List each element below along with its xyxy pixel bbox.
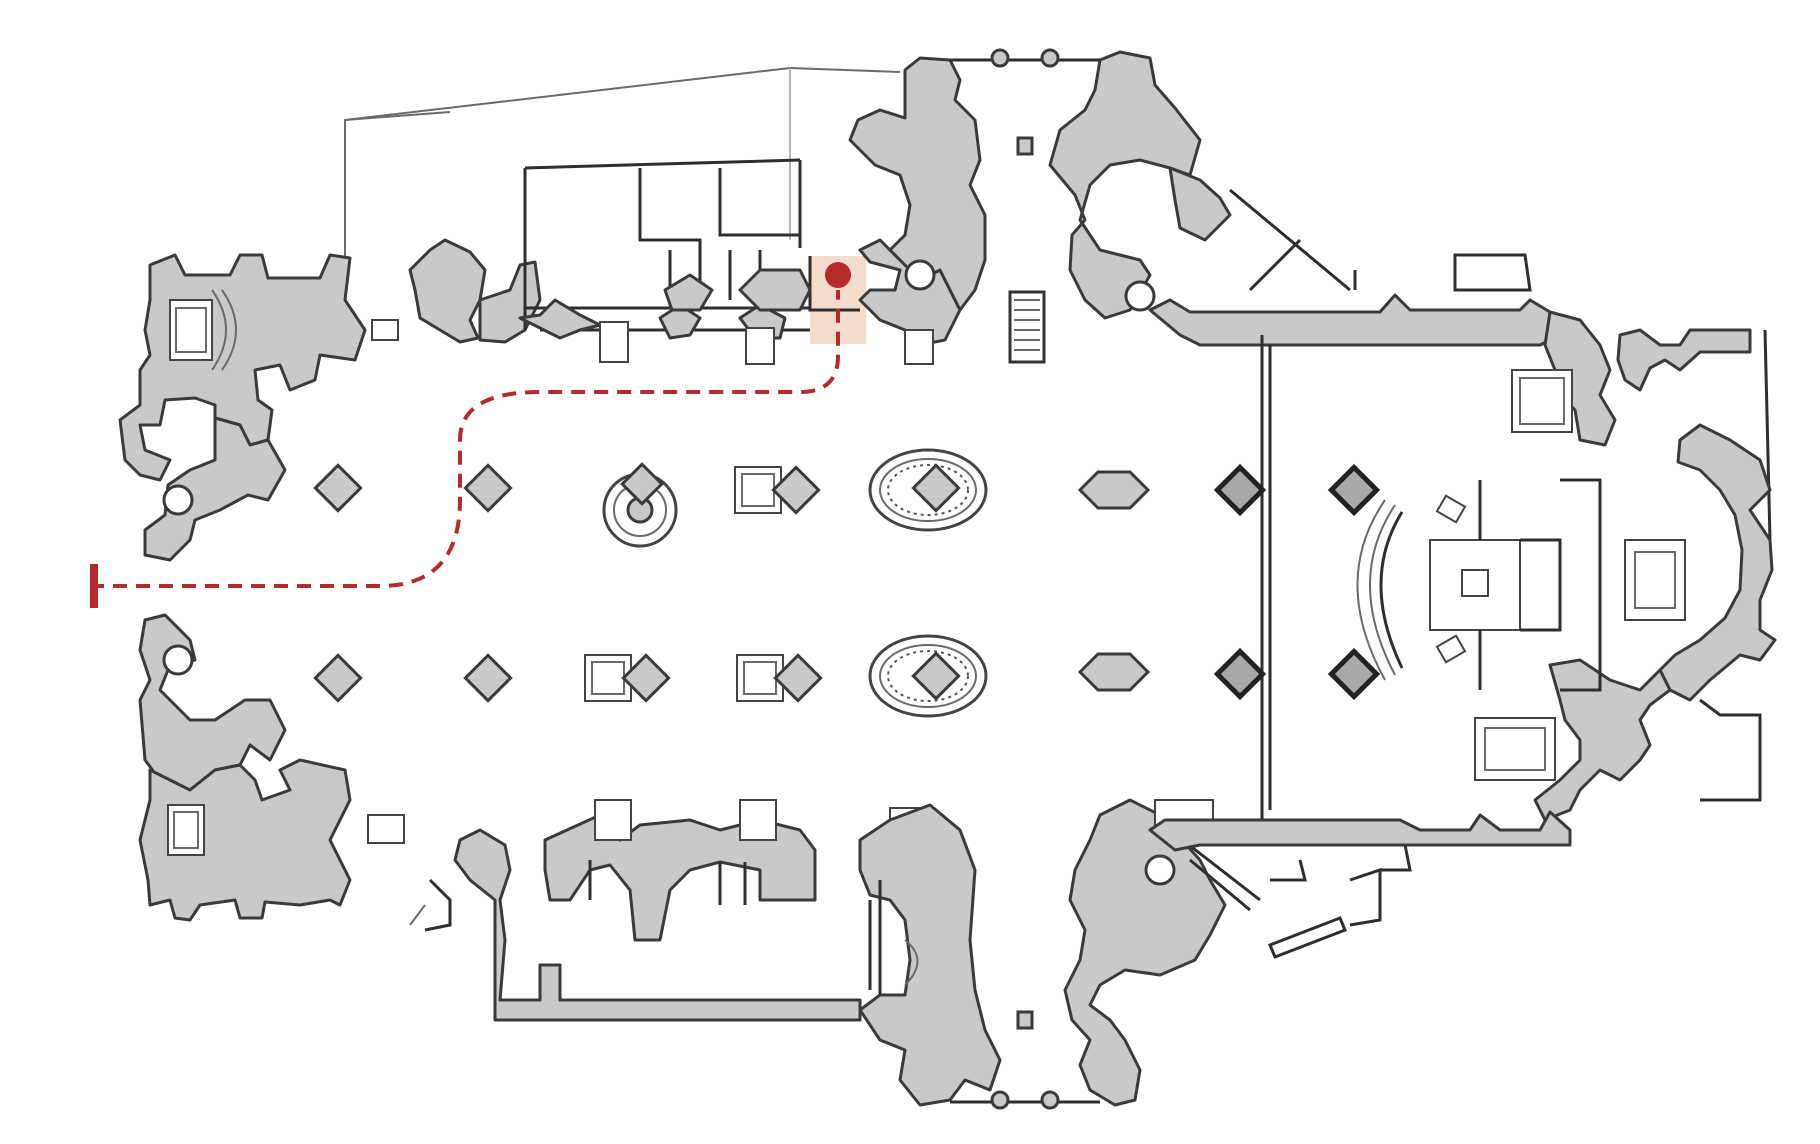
pier-s7 (1213, 647, 1267, 701)
west-portal-south (138, 613, 287, 792)
north-chapel-altar-2 (745, 327, 775, 365)
north-east-altar (1511, 369, 1573, 433)
stair-south-west (162, 644, 194, 676)
north-buttress-1 (408, 238, 487, 344)
north-enclosure (344, 66, 901, 295)
pier-s6 (1077, 652, 1151, 692)
oval-shrine-north (868, 448, 988, 532)
apse-south (1533, 658, 1672, 822)
south-chapel-altar-2 (739, 799, 777, 841)
north-buttress-2 (518, 298, 602, 340)
north-annex-details (663, 268, 812, 312)
pulpit-south-west (584, 653, 671, 703)
route-path (90, 290, 840, 588)
south-chapel-altar-1 (594, 799, 632, 841)
south-choir-wall (1148, 810, 1572, 852)
west-tower-south (138, 758, 352, 922)
pulpit-north (734, 465, 821, 515)
stair-north-west (162, 484, 194, 516)
pier-s8 (1327, 647, 1381, 701)
south-wall-middle (543, 813, 817, 942)
south-tower-west (858, 803, 1002, 1107)
south-transept (858, 798, 1382, 1110)
pier-s2 (463, 653, 513, 703)
high-altar-platform (1429, 539, 1521, 631)
north-stair-grille (1008, 290, 1046, 364)
nave-piers-south (313, 634, 1381, 718)
north-tower-west (848, 56, 987, 312)
pier-n7 (1213, 463, 1267, 517)
north-wall-west (478, 260, 542, 344)
spiral-stair-pulpit (602, 462, 678, 548)
north-transept (808, 48, 1202, 365)
west-front (118, 253, 367, 922)
pier-n6 (1077, 470, 1151, 510)
south-choir-aisle (1148, 717, 1572, 882)
oval-shrine-south (868, 634, 988, 718)
north-aisle (371, 158, 862, 365)
north-east-corner (1616, 328, 1752, 392)
pier-s1 (313, 653, 363, 703)
west-portal-north (143, 416, 287, 562)
north-tower-east (1048, 50, 1202, 320)
nave-piers-north (313, 448, 1381, 548)
pier-n1 (313, 463, 363, 513)
pulpit-south (736, 653, 823, 703)
apse (1356, 423, 1777, 822)
pier-n2 (463, 463, 513, 513)
south-buttress-1 (453, 828, 862, 1022)
south-aisle (367, 799, 925, 1022)
location-pin-icon (825, 262, 851, 288)
north-choir-aisle (1148, 166, 1772, 820)
pier-n8 (1327, 463, 1381, 517)
north-choir-wall (1148, 293, 1562, 347)
north-chapel-altar-1 (599, 321, 629, 363)
apse-wall (1658, 423, 1777, 702)
route-overlay (90, 262, 851, 608)
